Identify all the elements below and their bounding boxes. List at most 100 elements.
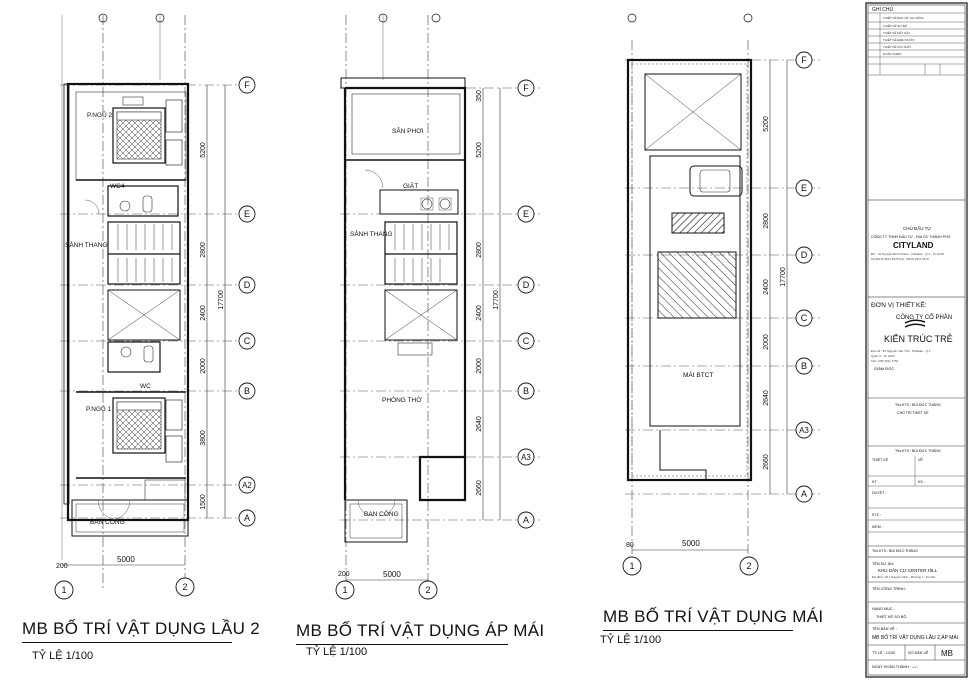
grid-bubble: B	[238, 382, 256, 400]
svg-text:THIẾT KẾ SƠ BỘ: THIẾT KẾ SƠ BỘ	[883, 23, 908, 28]
lead-role: CHỦ TRÌ THIẾT KẾ	[897, 410, 929, 415]
grid-bubble: F	[795, 51, 813, 69]
grid-bubble: A	[238, 509, 256, 527]
room-label: WC4	[110, 183, 125, 190]
grid-bubble-label: 2	[182, 582, 187, 592]
grid-bubble: E	[238, 205, 256, 223]
grid-bubble-label: A	[801, 489, 807, 499]
grid-bubble-label: B	[244, 386, 250, 396]
svg-text:Tel:(84-8) 3911 5678 Fax: (84-: Tel:(84-8) 3911 5678 Fax: (84-8) 3911 56…	[871, 257, 929, 261]
title-block: GHI CHÚ THIẾT KẾ BẢN VẼ THI CÔNG THIẾT K…	[865, 2, 968, 678]
grid-bubble-label: D	[244, 280, 251, 290]
grid-bubble-label: E	[801, 183, 807, 193]
grid-bubble: D	[795, 246, 813, 264]
grid-bubble: B	[517, 382, 535, 400]
ks-label: KS :	[918, 480, 925, 484]
dim-vertical: 17700	[218, 290, 225, 310]
sheet-no: MB	[941, 649, 953, 658]
dim-small: 200	[338, 571, 350, 578]
grid-bubble-label: E	[244, 209, 250, 219]
grid-bubble: 2	[175, 577, 195, 597]
plan-lau2: P.NGỦ 2 WC4 SẢNH THANG WC P.NGỦ 1 BAN CÔ…	[56, 15, 240, 590]
grid-bubble: D	[517, 276, 535, 294]
svg-text:TEL: (08) 3911 4752: TEL: (08) 3911 4752	[871, 359, 899, 363]
dim-vertical: 2400	[763, 279, 770, 295]
svg-text:THIẾT KẾ ĐIỆN NƯỚC: THIẾT KẾ ĐIỆN NƯỚC	[883, 37, 916, 42]
title-underline	[22, 642, 232, 643]
svg-text:Địa chỉ : 55 Nguyễn Văn Thủ -: Địa chỉ : 55 Nguyễn Văn Thủ - P.Đakao - …	[871, 348, 931, 353]
owner-company: CÔNG TY TNHH ĐẦU TƯ - ĐỊA ỐC THÀNH PHỐ	[871, 234, 951, 239]
room-label: MÁI BTCT	[683, 370, 713, 379]
grid-bubble: F	[517, 79, 535, 97]
grid-bubble: A	[795, 485, 813, 503]
grid-bubble-label: D	[801, 250, 808, 260]
grid-bubble: 1	[335, 580, 355, 600]
draw-role: VẼ	[918, 457, 923, 462]
grid-bubble: F	[238, 76, 256, 94]
grid-bubble-label: F	[523, 83, 529, 93]
grid-bubble-label: 1	[629, 561, 634, 571]
room-label: SÂN PHƠI	[392, 126, 424, 135]
dim-vertical: 2400	[476, 305, 483, 321]
dim-vertical: 1500	[200, 494, 207, 510]
revision-header: GHI CHÚ	[872, 6, 894, 13]
grid-bubble-label: A	[244, 513, 250, 523]
grid-bubble-label: A3	[799, 426, 809, 435]
work-label: TÊN CÔNG TRÌNH :	[872, 586, 907, 591]
kt-label: KT :	[872, 480, 879, 484]
grid-bubble: B	[795, 357, 813, 375]
grid-bubble-label: E	[523, 209, 529, 219]
dim-vertical: 5200	[200, 142, 207, 158]
grid-bubble: D	[238, 276, 256, 294]
dim-small: 80	[626, 542, 634, 549]
grid-bubble: 2	[739, 556, 759, 576]
grid-bubble-label: 2	[746, 561, 751, 571]
check-label: DUYỆT :	[872, 490, 886, 495]
date-label: NGÀY HOÀN THÀNH : -/-/-	[872, 665, 919, 669]
owner-label: CHỦ ĐẦU TƯ	[903, 225, 931, 231]
svg-text:Quận 3 - Tp.HCM: Quận 3 - Tp.HCM	[871, 354, 895, 358]
plan-scale: TỶ LỆ 1/100	[306, 646, 368, 658]
grid-bubble-label: D	[523, 280, 530, 290]
dim-vertical: 2000	[763, 334, 770, 350]
grid-bubble: C	[238, 332, 256, 350]
grid-bubble: C	[517, 332, 535, 350]
room-label: WC	[140, 383, 151, 390]
dim-vertical: 2800	[763, 213, 770, 229]
dim-vertical: 2640	[763, 390, 770, 406]
grid-bubble-label: B	[801, 361, 807, 371]
svg-text:Địa điểm: Số 1 Nguyễn Cảnh - P: Địa điểm: Số 1 Nguyễn Cảnh - Phường 7 - …	[872, 574, 936, 579]
grid-marker	[431, 13, 441, 23]
room-label: P.NGỦ 2	[87, 110, 113, 119]
sheet-value: MB BỐ TRÍ VẬT DỤNG LẦU 2,ÁP MÁI	[872, 634, 958, 641]
project-name: KHU DÂN CƯ CENTER HILL	[878, 567, 938, 573]
grid-bubble: E	[517, 205, 535, 223]
grid-bubble-label: F	[801, 55, 807, 65]
dim-vertical: 2000	[200, 358, 207, 374]
plan-scale: TỶ LỆ 1/100	[600, 634, 662, 646]
grid-bubble-label: B	[523, 386, 529, 396]
svg-text:THIẾT KẾ BẢN VẼ THI CÔNG: THIẾT KẾ BẢN VẼ THI CÔNG	[883, 15, 924, 20]
room-label: SẢNH THANG	[65, 240, 108, 249]
dim-vertical: 5200	[476, 142, 483, 158]
plan-title: MB BỐ TRÍ VẬT DỤNG MÁI	[603, 607, 824, 626]
grid-marker	[155, 13, 165, 23]
kientructre-logo-icon	[904, 319, 926, 328]
grid-bubble-label: 2	[425, 585, 430, 595]
lead-name: Ths.KTS : BÙI ĐỨC THẮNG	[895, 402, 941, 407]
grid-bubble-label: C	[801, 313, 808, 323]
item-label: HẠNG MỤC :	[872, 607, 895, 611]
dim-vertical: 5200	[763, 116, 770, 132]
designer-brand: KIẾN TRÚC TRẺ	[884, 333, 953, 344]
sig-name: Ths.KTS : BÙI ĐỨC THẮNG	[872, 548, 918, 553]
designer-label: ĐƠN VỊ THIẾT KẾ:	[871, 299, 927, 309]
dim-total: 5000	[682, 539, 700, 548]
dim-vertical: 2400	[200, 305, 207, 321]
item-value: THIẾT KẾ SƠ BỘ	[876, 614, 906, 619]
scale-label: TỶ LỆ : 1/100	[872, 650, 895, 655]
grid-bubble: C	[795, 309, 813, 327]
room-label: BAN CÔNG	[364, 509, 399, 518]
